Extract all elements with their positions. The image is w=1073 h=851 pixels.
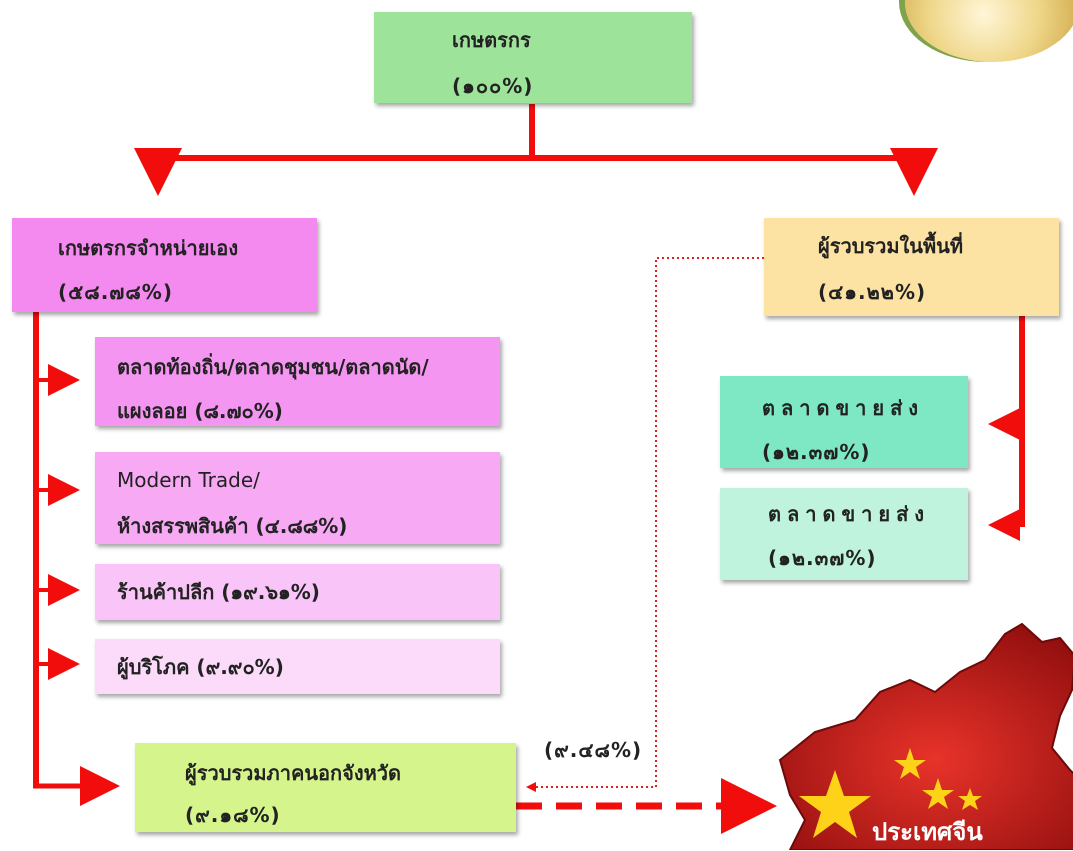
node-wholesale-1-value: (๑๒.๓๗%) (762, 440, 871, 464)
node-local-market-line2: แผงลอย (๘.๗๐%) (117, 399, 283, 423)
node-consumer-label: ผู้บริโภค (๙.๙๐%) (117, 655, 284, 679)
node-modern-trade-line2: ห้างสรรพสินค้า (๔.๘๘%) (117, 514, 348, 538)
node-local-market-line1: ตลาดท้องถิ่น/ตลาดชุมชน/ตลาดนัด/ (117, 355, 429, 379)
node-outside-collector-value: (๙.๑๘%) (185, 803, 281, 827)
node-area-collector-label: ผู้รวบรวมในพื้นที่ (818, 234, 964, 258)
node-farmer-self-sell-value: (๕๘.๗๘%) (58, 280, 173, 304)
node-farmer-self-sell-label: เกษตรกรจำหน่ายเอง (58, 236, 239, 260)
node-wholesale-1-label: ตลาดขายส่ง (762, 396, 925, 420)
node-wholesale-2-value: (๑๒.๓๗%) (768, 546, 877, 570)
node-modern-trade-line1: Modern Trade/ (117, 468, 260, 492)
node-wholesale-1: ตลาดขายส่ง (๑๒.๓๗%) (720, 376, 968, 468)
dotted-flow-value-label: (๙.๔๘%) (544, 738, 643, 762)
node-farmer: เกษตรกร (๑๐๐%) (374, 12, 692, 103)
node-consumer: ผู้บริโภค (๙.๙๐%) (95, 639, 500, 694)
node-farmer-value: (๑๐๐%) (452, 74, 534, 98)
node-farmer-label: เกษตรกร (452, 28, 531, 52)
node-farmer-self-sell: เกษตรกรจำหน่ายเอง (๕๘.๗๘%) (12, 218, 317, 312)
node-retail-shop: ร้านค้าปลีก (๑๙.๖๑%) (95, 564, 500, 620)
china-map-image (778, 622, 1073, 850)
node-wholesale-2: ตลาดขายส่ง (๑๒.๓๗%) (720, 488, 968, 580)
dotted-flow-line (526, 257, 764, 792)
node-outside-collector-label: ผู้รวบรวมภาคนอกจังหวัด (185, 761, 402, 785)
node-area-collector-value: (๔๑.๒๒%) (818, 280, 927, 304)
node-wholesale-2-label: ตลาดขายส่ง (768, 502, 931, 526)
node-local-market: ตลาดท้องถิ่น/ตลาดชุมชน/ตลาดนัด/ แผงลอย (… (95, 337, 500, 426)
node-modern-trade: Modern Trade/ ห้างสรรพสินค้า (๔.๘๘%) (95, 452, 500, 544)
node-area-collector: ผู้รวบรวมในพื้นที่ (๔๑.๒๒%) (764, 218, 1059, 316)
node-outside-collector: ผู้รวบรวมภาคนอกจังหวัด (๙.๑๘%) (135, 743, 516, 832)
node-retail-shop-label: ร้านค้าปลีก (๑๙.๖๑%) (117, 580, 320, 604)
